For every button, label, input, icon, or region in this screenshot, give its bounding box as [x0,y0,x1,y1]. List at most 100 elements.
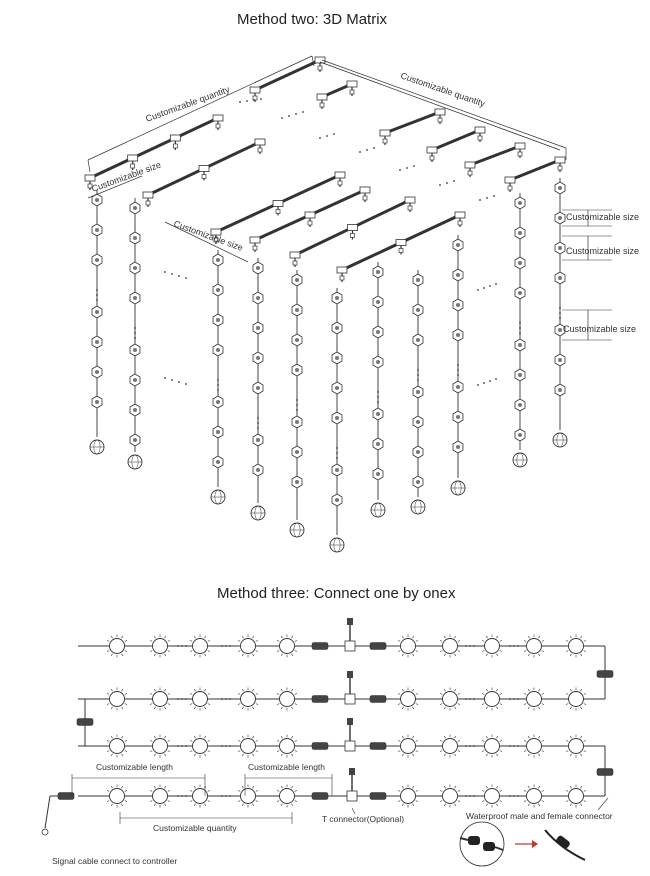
bulb-ray [569,688,572,692]
ellipsis-dot [519,327,521,329]
bulb-ray [189,639,193,642]
drop-plug [382,138,388,144]
bulb-ray [280,785,283,789]
bulb-ray [280,803,283,807]
bulb-ray [565,800,569,803]
matrix-bar [509,158,561,182]
led-bulb [526,738,542,754]
bulb-ray [291,803,294,807]
bulb-ray [121,706,124,710]
ellipsis-dot [513,795,515,797]
bulb-ray [439,750,443,753]
led-bulb [526,788,542,804]
bulb-ray [207,739,211,742]
bulb-ray [401,785,404,789]
led-node-core [335,498,339,502]
cable-plug [596,768,614,776]
cable-plug [311,695,329,703]
bulb-ray [401,635,404,639]
t-connector [379,129,391,137]
bulb-ray [189,692,193,695]
led-bulb [240,738,256,754]
led-node-core [133,438,137,442]
bulb-ray [291,653,294,657]
ellipsis-dot [483,382,485,384]
led-node-core [558,358,562,362]
bulb-ray [457,789,461,792]
bulb-ray [110,753,113,757]
ellipsis-dot [177,645,179,647]
matrix-strands [89,178,568,553]
led-bulb [484,638,500,654]
led-node-core [416,278,420,282]
bulb-ray [485,706,488,710]
dim-line-size-top [87,175,143,199]
led-bulb [442,638,458,654]
ellipsis-dot [229,795,231,797]
led-node-core [256,266,260,270]
bulb-ray [121,785,124,789]
led-node-core [256,386,260,390]
led-node-core [335,326,339,330]
led-node-core [295,338,299,342]
bulb-ray [443,735,446,739]
ellipsis-dot [359,151,361,153]
bulb-ray [412,688,415,692]
bulb-ray [153,735,156,739]
bulb-ray [397,739,401,742]
ellipsis-dot [465,745,467,747]
ellipsis-dot [439,184,441,186]
bulb-ray [569,803,572,807]
bulb-ray [124,750,128,753]
bulb-ray [237,750,241,753]
led-node-core [456,385,460,389]
drop-plug [292,260,298,266]
ellipsis-dot [469,645,471,647]
bulb-ray [485,785,488,789]
bulb-ray [193,753,196,757]
bulb-ray [485,735,488,739]
led-node-core [518,201,522,205]
bulb-ray [523,692,527,695]
led-node-core [558,276,562,280]
bulb-ray [541,639,545,642]
ellipsis-dot [295,113,297,115]
led-node-core [335,468,339,472]
bulb-ray [580,653,583,657]
led-node-core [295,278,299,282]
led-node-core [256,438,260,442]
led-node-core [216,400,220,404]
bulb-ray [481,639,485,642]
led-bulb [442,788,458,804]
led-bulb [442,691,458,707]
bulb-ray [457,639,461,642]
bulb-ray [457,650,461,653]
bulb-ray [291,688,294,692]
bulb-ray [255,703,259,706]
bulb-ray [237,692,241,695]
ellipsis-dot [177,745,179,747]
led-node-core [256,356,260,360]
bulb-ray [237,639,241,642]
led-node-core [335,356,339,360]
led-bulb [484,691,500,707]
led-node-core [133,348,137,352]
ellipsis-dot [465,698,467,700]
led-node-core [295,308,299,312]
ellipsis-dot [181,645,183,647]
bulb-ray [207,750,211,753]
drop-plug [557,165,563,171]
bulb-ray [412,735,415,739]
bulb-ray [294,750,298,753]
t-connector [344,740,356,752]
bulb-ray [204,803,207,807]
bulb-ray [153,635,156,639]
ellipsis-dot [221,745,223,747]
ellipsis-dot [495,283,497,285]
t-connector [84,174,96,182]
bulb-ray [241,785,244,789]
led-node-core [216,460,220,464]
bulb-ray [255,789,259,792]
led-bulb [400,788,416,804]
ellipsis-dot [302,111,304,113]
